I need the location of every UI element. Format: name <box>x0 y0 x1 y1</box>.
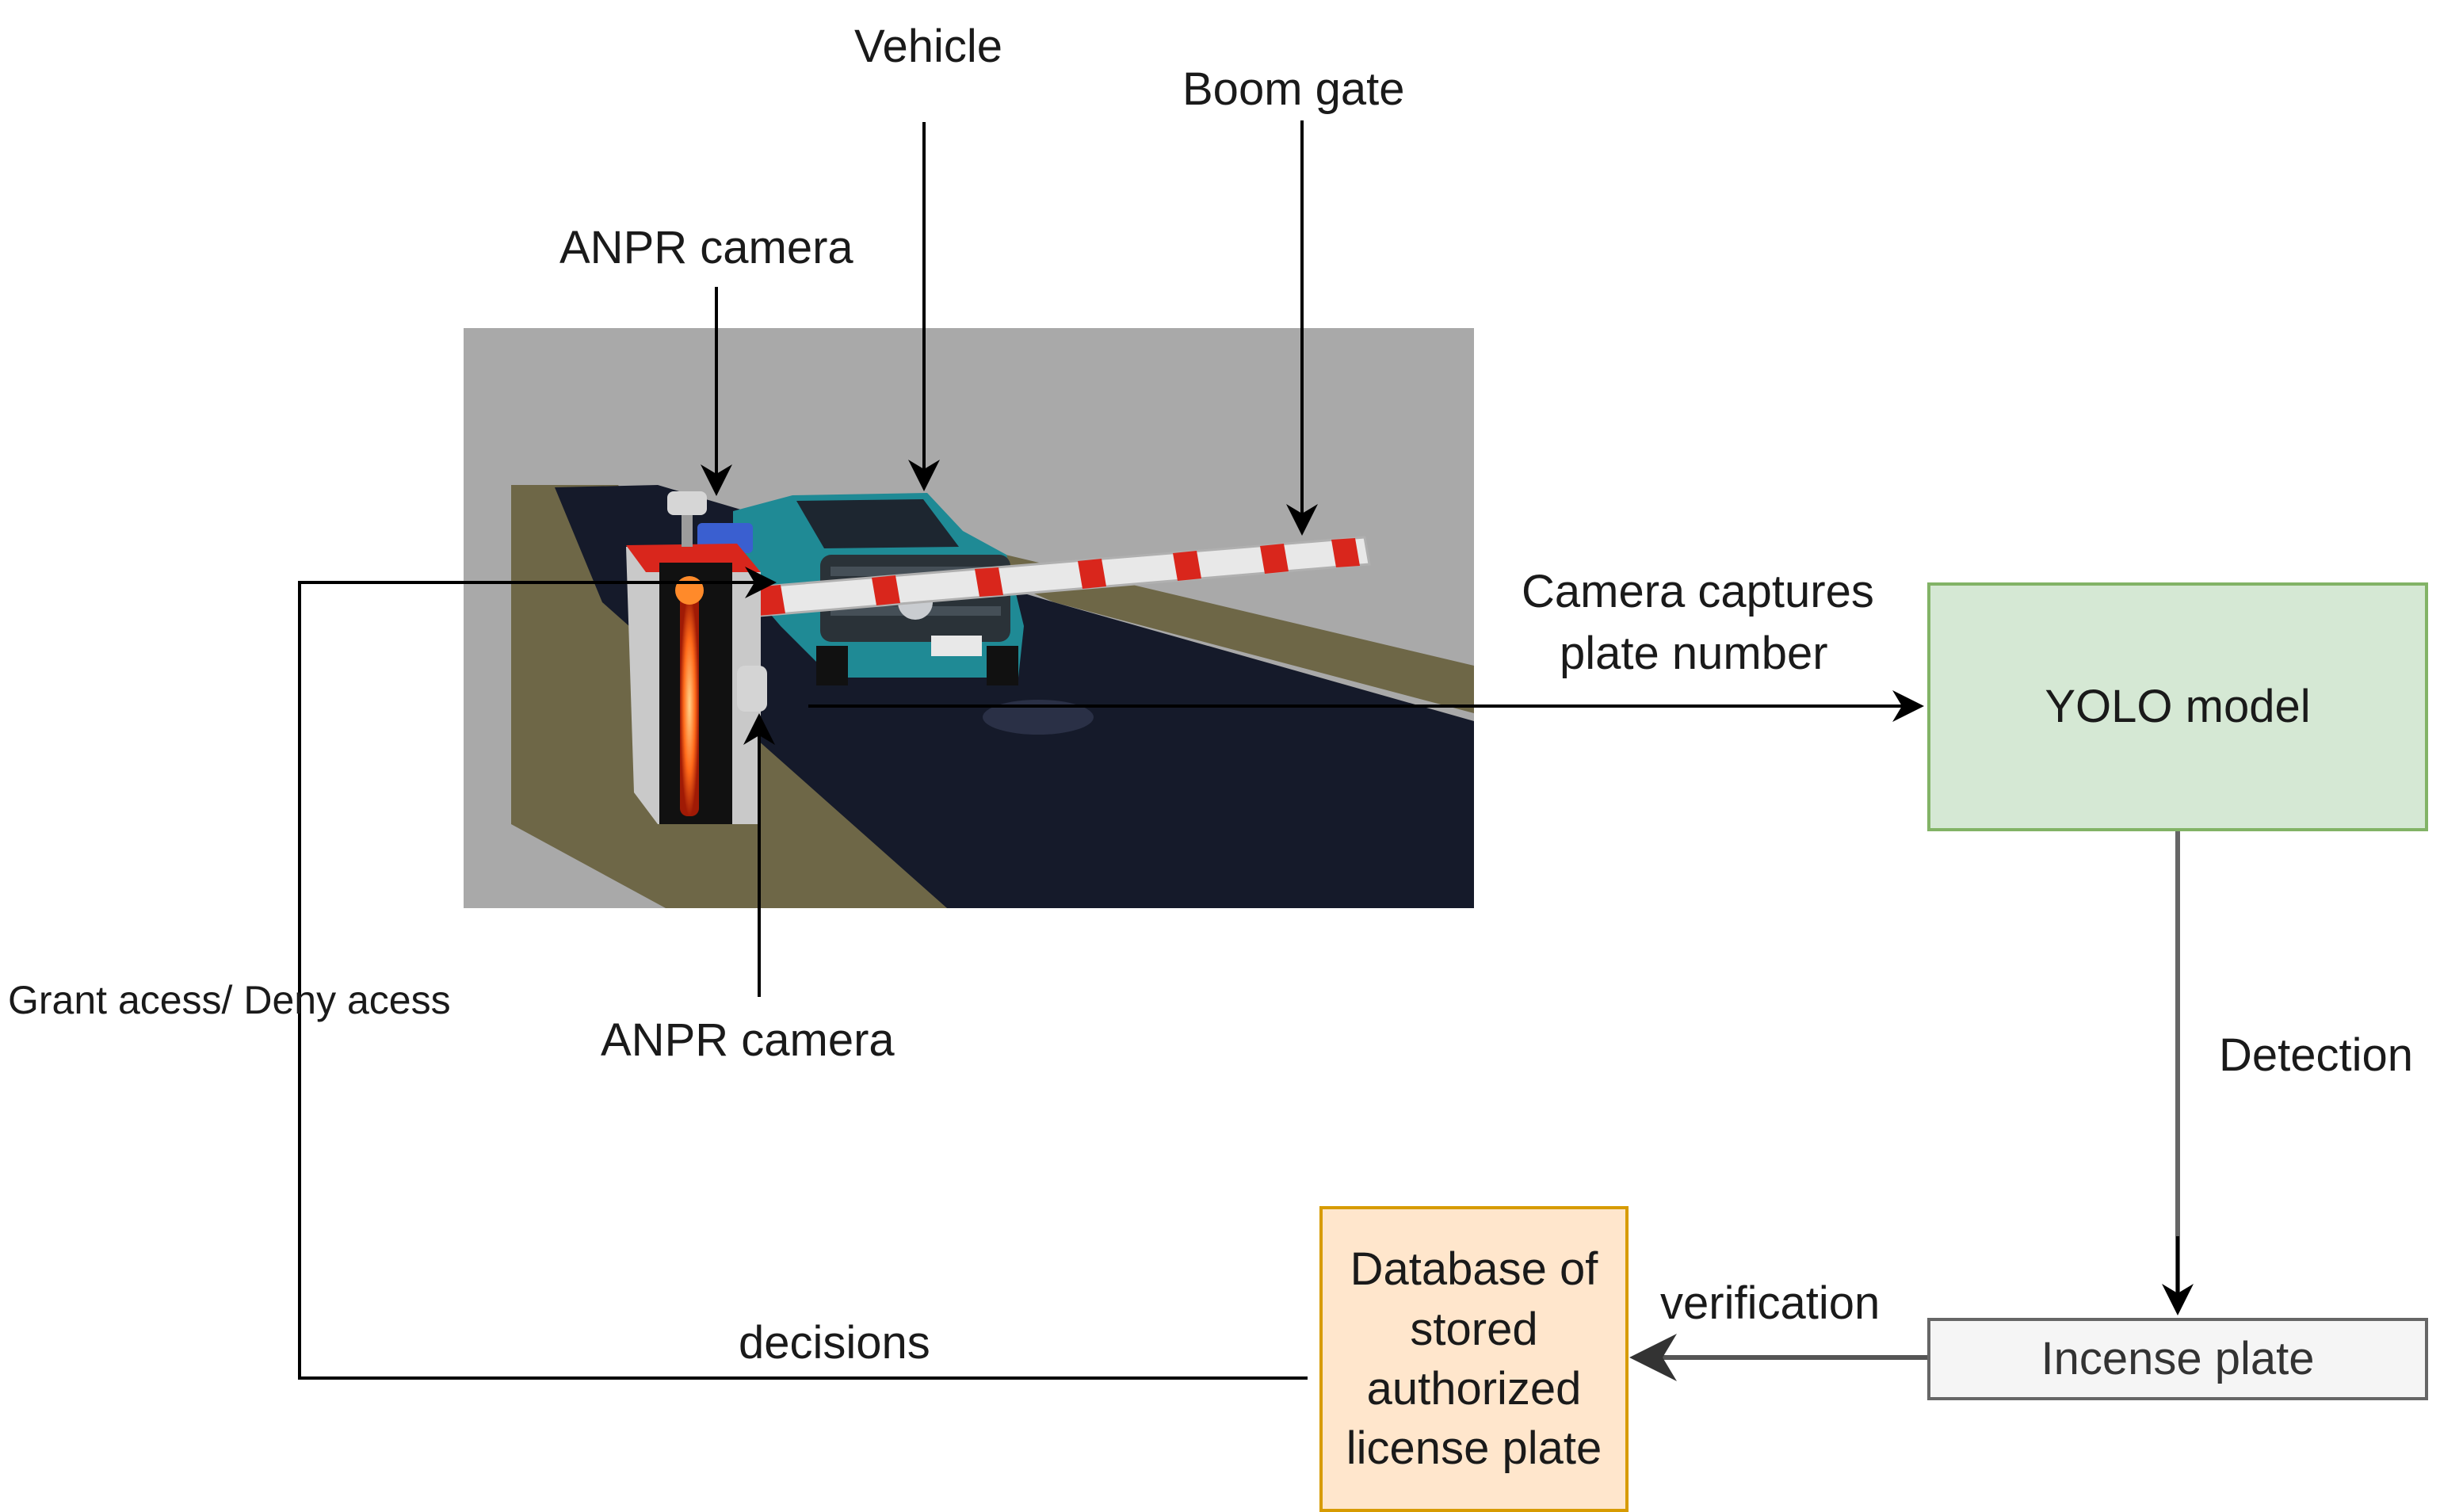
database-label: Database of stored authorized license pl… <box>1346 1239 1602 1479</box>
database-box: Database of stored authorized license pl… <box>1319 1206 1629 1512</box>
label-decisions: decisions <box>739 1317 930 1369</box>
label-grant-deny: Grant acess/ Deny acess <box>8 978 451 1022</box>
yolo-model-box: YOLO model <box>1927 582 2428 831</box>
database-line-2: stored <box>1410 1303 1538 1355</box>
label-camera-captures-line2: plate number <box>1560 628 1828 679</box>
label-anpr-camera-top: ANPR camera <box>559 222 853 273</box>
label-detection: Detection <box>2219 1029 2414 1081</box>
label-boom-gate: Boom gate <box>1182 63 1405 115</box>
database-line-4: license plate <box>1346 1422 1602 1475</box>
vehicle-graphic <box>697 493 1024 685</box>
label-anpr-camera-bottom: ANPR camera <box>601 1014 895 1066</box>
arrow-decisions-to-barrier <box>298 567 1308 1380</box>
headlight-glow <box>983 700 1094 735</box>
license-plate-box: Incense plate <box>1927 1318 2428 1400</box>
barrier-cabinet-graphic <box>626 544 767 824</box>
scene-illustration <box>464 328 1474 908</box>
label-verification: verification <box>1660 1277 1881 1329</box>
connectors <box>298 120 2194 1381</box>
database-line-1: Database of <box>1350 1243 1598 1296</box>
license-plate-label: Incense plate <box>2041 1333 2315 1385</box>
yolo-model-label: YOLO model <box>2045 681 2311 733</box>
label-camera-captures-line1: Camera captures <box>1522 566 1874 617</box>
label-vehicle: Vehicle <box>854 21 1003 72</box>
anpr-camera-top-graphic <box>667 491 707 547</box>
database-line-3: authorized <box>1366 1363 1582 1415</box>
